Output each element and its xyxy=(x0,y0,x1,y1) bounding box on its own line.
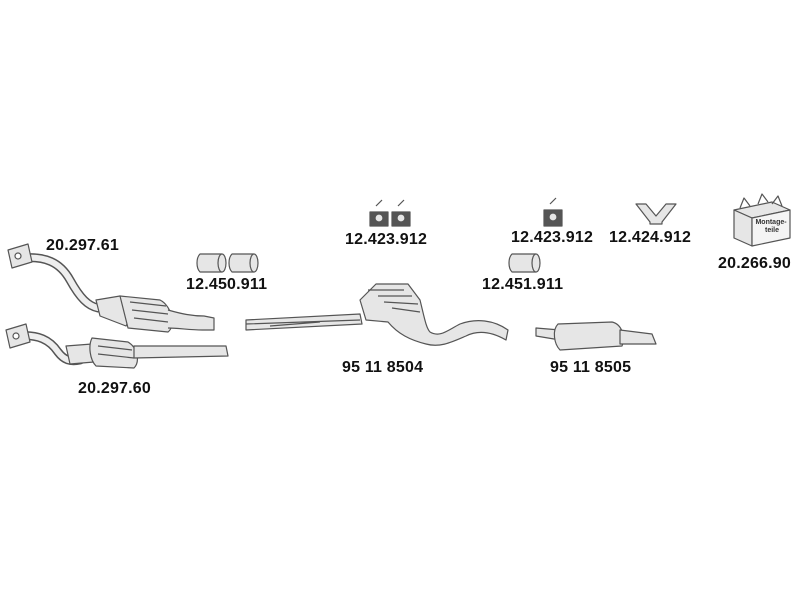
part-number-12-451-911: 12.451.911 xyxy=(482,276,564,293)
mounting-kit-box-icon xyxy=(733,193,791,247)
rubber-hanger-icon xyxy=(543,197,563,227)
part-number-95-11-8504: 95 11 8504 xyxy=(342,359,424,376)
rear-silencer-icon xyxy=(535,321,657,351)
pipe-clamp-icon xyxy=(508,253,541,273)
part-number-20-266-90: 20.266.90 xyxy=(718,255,791,272)
part-number-12-423-912-pair: 12.423.912 xyxy=(345,231,428,248)
part-number-12-423-912-single: 12.423.912 xyxy=(511,229,594,246)
y-bracket-icon xyxy=(635,203,677,225)
catalytic-converter-pipe-icon xyxy=(7,243,215,333)
part-number-12-424-912: 12.424.912 xyxy=(609,229,692,246)
pipe-clamp-pair-icon xyxy=(196,253,259,273)
part-number-20-297-60: 20.297.60 xyxy=(78,380,151,397)
rubber-hanger-pair-icon xyxy=(369,199,411,227)
part-number-95-11-8505: 95 11 8505 xyxy=(550,359,632,376)
catalytic-converter-pipe-icon xyxy=(5,323,229,369)
center-silencer-pipe-icon xyxy=(245,283,509,346)
part-number-20-297-61: 20.297.61 xyxy=(46,237,119,254)
mounting-kit-box-text: Montage- teile xyxy=(755,219,788,234)
part-number-12-450-911: 12.450.911 xyxy=(186,276,268,293)
